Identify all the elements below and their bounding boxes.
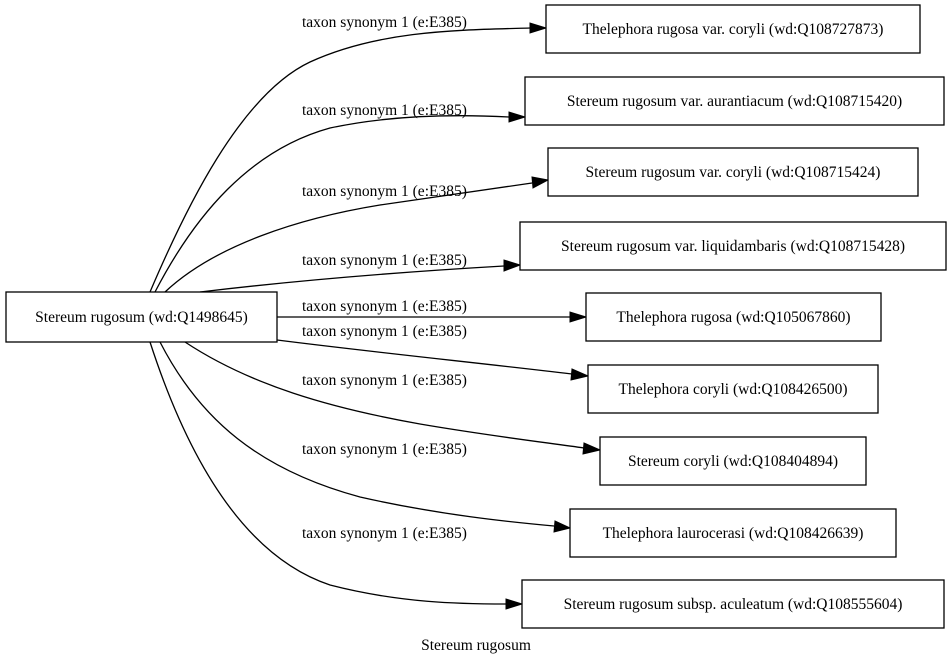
- target-node-2[interactable]: Stereum rugosum var. coryli (wd:Q1087154…: [547, 147, 919, 197]
- target-nodes: Thelephora rugosa var. coryli (wd:Q10872…: [519, 4, 947, 629]
- edge-0-line: [149, 27, 531, 293]
- target-node-0[interactable]: Thelephora rugosa var. coryli (wd:Q10872…: [545, 4, 921, 54]
- target-node-1-box: [524, 76, 945, 126]
- edge-6-label: taxon synonym 1 (e:E385): [302, 372, 467, 389]
- edge-3-label: taxon synonym 1 (e:E385): [302, 252, 467, 269]
- edge-2-label: taxon synonym 1 (e:E385): [302, 183, 467, 200]
- graph-caption: Stereum rugosum: [421, 637, 531, 654]
- target-node-8[interactable]: Stereum rugosum subsp. aculeatum (wd:Q10…: [521, 579, 945, 629]
- target-node-5[interactable]: Thelephora coryli (wd:Q108426500): [587, 364, 879, 414]
- edge-5: taxon synonym 1 (e:E385): [276, 323, 590, 381]
- edge-4-arrowhead: [569, 311, 588, 323]
- target-node-6[interactable]: Stereum coryli (wd:Q108404894): [599, 436, 867, 486]
- target-node-8-box: [521, 579, 945, 629]
- edge-6: taxon synonym 1 (e:E385): [184, 341, 602, 455]
- target-node-0-box: [545, 4, 921, 54]
- edge-3-line: [199, 265, 505, 293]
- edge-6-line: [184, 341, 585, 449]
- target-node-2-box: [547, 147, 919, 197]
- edge-3-arrowhead: [503, 259, 522, 272]
- edge-7-line: [159, 341, 555, 527]
- edge-1: taxon synonym 1 (e:E385): [154, 102, 527, 293]
- edge-7-arrowhead: [553, 520, 572, 533]
- target-node-8-label: Stereum rugosum subsp. aculeatum (wd:Q10…: [564, 596, 903, 613]
- target-node-6-box: [599, 436, 867, 486]
- target-node-4[interactable]: Thelephora rugosa (wd:Q105067860): [585, 292, 882, 342]
- target-node-3-box: [519, 221, 947, 271]
- edge-0-arrowhead: [529, 22, 548, 34]
- edge-7-label: taxon synonym 1 (e:E385): [302, 441, 467, 458]
- source-node-box: [5, 291, 278, 343]
- target-node-3-label: Stereum rugosum var. liquidambaris (wd:Q…: [561, 238, 905, 255]
- target-node-1-label: Stereum rugosum var. aurantiacum (wd:Q10…: [567, 93, 902, 110]
- edge-4-label: taxon synonym 1 (e:E385): [302, 298, 467, 315]
- edge-2-line: [164, 182, 533, 293]
- edges: taxon synonym 1 (e:E385) taxon synonym 1…: [149, 14, 602, 610]
- target-node-3[interactable]: Stereum rugosum var. liquidambaris (wd:Q…: [519, 221, 947, 271]
- edge-8-arrowhead: [505, 598, 524, 610]
- edge-8: taxon synonym 1 (e:E385): [149, 341, 524, 610]
- target-node-0-label: Thelephora rugosa var. coryli (wd:Q10872…: [583, 21, 884, 38]
- target-node-2-label: Stereum rugosum var. coryli (wd:Q1087154…: [586, 164, 881, 181]
- target-node-4-label: Thelephora rugosa (wd:Q105067860): [616, 309, 850, 326]
- edge-1-line: [154, 114, 510, 293]
- target-node-7-box: [569, 508, 897, 558]
- target-node-6-label: Stereum coryli (wd:Q108404894): [628, 453, 838, 470]
- target-node-4-box: [585, 292, 882, 342]
- target-node-5-label: Thelephora coryli (wd:Q108426500): [619, 381, 848, 398]
- edge-8-line: [149, 341, 507, 605]
- edge-1-label: taxon synonym 1 (e:E385): [302, 102, 467, 119]
- edge-5-line: [276, 339, 573, 375]
- target-node-1[interactable]: Stereum rugosum var. aurantiacum (wd:Q10…: [524, 76, 945, 126]
- target-node-7-label: Thelephora laurocerasi (wd:Q108426639): [603, 525, 864, 542]
- edge-2: taxon synonym 1 (e:E385): [164, 176, 550, 293]
- edge-0-label: taxon synonym 1 (e:E385): [302, 14, 467, 31]
- target-node-7[interactable]: Thelephora laurocerasi (wd:Q108426639): [569, 508, 897, 558]
- edge-5-label: taxon synonym 1 (e:E385): [302, 323, 467, 340]
- edge-4: taxon synonym 1 (e:E385): [277, 298, 588, 323]
- edge-5-arrowhead: [570, 368, 590, 381]
- source-node[interactable]: Stereum rugosum (wd:Q1498645): [5, 291, 278, 343]
- edge-1-arrowhead: [508, 111, 527, 123]
- edge-3: taxon synonym 1 (e:E385): [199, 252, 522, 293]
- edge-0: taxon synonym 1 (e:E385): [149, 14, 548, 293]
- edge-6-arrowhead: [582, 442, 602, 455]
- edge-8-label: taxon synonym 1 (e:E385): [302, 525, 467, 542]
- edge-2-arrowhead: [531, 176, 550, 189]
- target-node-5-box: [587, 364, 879, 414]
- edge-7: taxon synonym 1 (e:E385): [159, 341, 572, 533]
- source-node-label: Stereum rugosum (wd:Q1498645): [35, 309, 248, 326]
